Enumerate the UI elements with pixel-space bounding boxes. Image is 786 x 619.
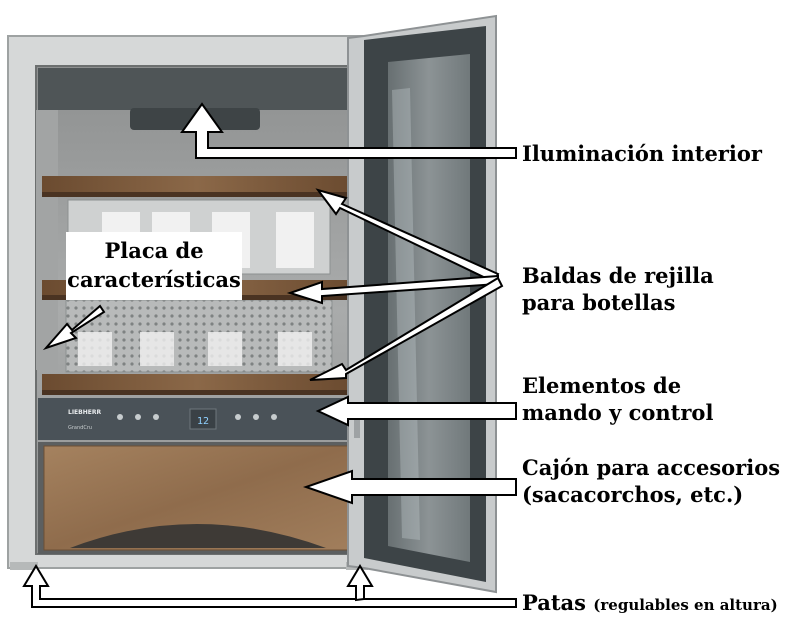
arrow-shelves [286,188,504,381]
label-feet: Patas (regulables en altura) [522,589,778,619]
glass-door [347,14,497,594]
label-controls-line1: Elementos de [522,373,682,398]
callout-arrows [22,102,517,608]
label-controls-line2: mando y control [522,400,714,425]
label-shelves-line1: Baldas de rejilla [522,263,714,288]
label-shelves-line2: para botellas [522,290,676,315]
label-feet-main: Patas [522,590,586,615]
arrow-lighting [180,102,517,159]
control-panel: LIEBHERR GrandCru 12 [38,398,354,440]
shelf-bottom [42,374,352,395]
arrow-drawer [302,469,517,505]
label-drawer: Cajón para accesorios (sacacorchos, etc.… [522,454,780,508]
model-name: GrandCru [68,425,92,431]
label-plate: Placa de características [66,232,242,300]
label-plate-line1: Placa de [104,238,204,263]
accessory-drawer [38,442,354,554]
label-controls: Elementos de mando y control [522,372,713,426]
label-lighting: Iluminación interior [522,140,762,167]
brand-logo: LIEBHERR [68,409,101,416]
shelf-top [42,176,352,197]
label-drawer-line1: Cajón para accesorios [522,455,781,480]
label-lighting-text: Iluminación interior [522,141,762,166]
arrow-feet-right [346,564,374,602]
arrow-controls [315,395,517,427]
label-plate-line2: características [67,267,241,292]
arrow-feet [22,564,517,608]
bottle-rack-lower [65,299,333,373]
temperature-display: 12 [197,416,209,427]
label-shelves: Baldas de rejilla para botellas [522,262,714,316]
label-drawer-line2: (sacacorchos, etc.) [522,482,744,507]
arrow-plate [42,304,106,351]
label-feet-sub: (regulables en altura) [593,596,778,614]
